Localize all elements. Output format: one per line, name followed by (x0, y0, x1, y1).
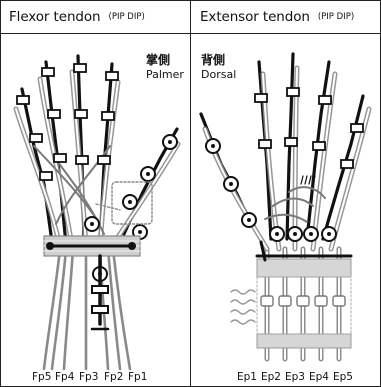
flexor-hand-diagram (0, 34, 190, 387)
tendon-label-ep1: Ep1 (237, 371, 257, 383)
flexor-tendon-labels: Fp5 Fp4 Fp3 Fp2 Fp1 (0, 371, 190, 385)
flexor-wrist-band (44, 236, 140, 256)
tendon-label-ep3: Ep3 (285, 371, 305, 383)
extensor-panel: 背側 Dorsal Ep1 Ep2 Ep3 Ep4 Ep5 (191, 34, 381, 387)
extensor-finger-bones (201, 54, 363, 239)
extensor-tendon-labels: Ep1 Ep2 Ep3 Ep4 Ep5 (191, 371, 381, 385)
flexor-finger-bones (22, 56, 177, 244)
tendon-label-fp2: Fp2 (104, 371, 123, 383)
flexor-header: Flexor tendon (PIP DIP) (9, 0, 145, 33)
dorsal-side-en: Dorsal (201, 68, 236, 81)
palmar-side-jp: 掌側 (146, 51, 170, 68)
tendon-label-fp5: Fp5 (32, 371, 51, 383)
extensor-title: Extensor tendon (200, 9, 310, 25)
flexor-title: Flexor tendon (9, 9, 101, 25)
extensor-cord-clips (261, 296, 345, 306)
tendon-label-ep5: Ep5 (333, 371, 353, 383)
tendon-label-fp4: Fp4 (55, 371, 74, 383)
flexor-panel: 掌側 Palmer Fp5 Fp4 Fp3 Fp2 Fp1 (0, 34, 190, 387)
tendon-label-ep4: Ep4 (309, 371, 329, 383)
flexor-forearm-cords (44, 249, 130, 369)
dorsal-side-jp: 背側 (201, 51, 225, 68)
tendon-label-fp3: Fp3 (79, 371, 98, 383)
tendon-label-ep2: Ep2 (261, 371, 281, 383)
extensor-header: Extensor tendon (PIP DIP) (200, 0, 354, 33)
tendon-label-fp1: Fp1 (128, 371, 147, 383)
extensor-hand-diagram (191, 34, 381, 387)
extensor-subtitle: (PIP DIP) (318, 12, 354, 22)
flexor-subtitle: (PIP DIP) (109, 12, 145, 22)
extensor-spring-indicator (231, 290, 255, 324)
palmar-side-en: Palmer (146, 68, 184, 81)
